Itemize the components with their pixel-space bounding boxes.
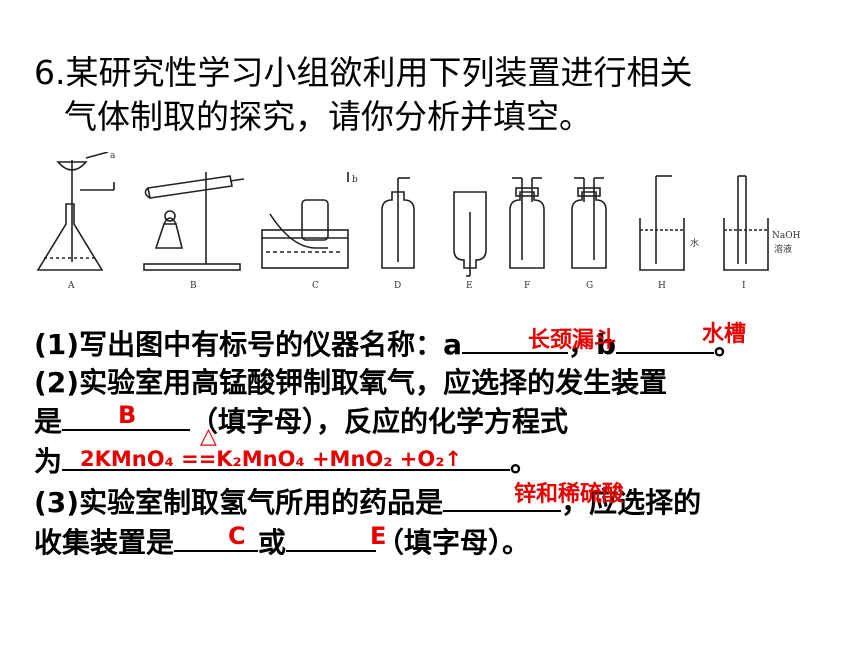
apparatus-i: [723, 175, 769, 271]
part3-line-2: 收集装置是 或 （填字母）。: [34, 524, 530, 560]
letter-f: F: [524, 281, 530, 291]
heat-symbol: △: [200, 424, 217, 449]
apparatus-c: [261, 172, 349, 269]
letter-h: H: [658, 281, 666, 291]
question-number: 6.: [34, 53, 66, 92]
answer-equation: 2KMnO₄ ==K₂MnO₄ +MnO₂ +O₂↑: [80, 447, 463, 471]
label-water: 水: [690, 237, 699, 249]
answer-e: E: [370, 522, 387, 550]
apparatus-e: [453, 191, 487, 277]
letter-a: A: [67, 281, 75, 291]
label-b: b: [352, 175, 358, 185]
part3-line2-prefix: 收集装置是: [34, 526, 175, 559]
blank-a[interactable]: [461, 326, 568, 354]
letter-e: E: [466, 281, 473, 291]
apparatus-d: [381, 177, 415, 269]
apparatus-a: [36, 152, 115, 271]
answer-b: 水槽: [702, 322, 747, 347]
label-naoh-2: 溶液: [774, 243, 792, 255]
question-line-1: 6.某研究性学习小组欲利用下列装置进行相关: [34, 53, 693, 93]
part2-line3-suffix: 。: [510, 445, 539, 478]
part3-line1-prefix: (3)实验室制取氢气所用的药品是: [34, 486, 444, 519]
part3-line2-mid: 或: [258, 526, 287, 559]
part2-line-1: (2)实验室用高锰酸钾制取氧气，应选择的发生装置: [34, 366, 668, 399]
part2-line3-prefix: 为: [34, 445, 63, 478]
apparatus-g: [571, 177, 607, 269]
answer-device: B: [118, 401, 137, 429]
part2-line-3: 为。: [34, 443, 538, 479]
question-text-1: 某研究性学习小组欲利用下列装置进行相关: [65, 53, 693, 92]
apparatus-figure: a b 水 NaOH 溶液 A B C D E F G H I: [36, 152, 801, 291]
apparatus-f: [509, 177, 545, 269]
letter-i: I: [742, 281, 746, 291]
part2-line2-prefix: 是: [34, 405, 63, 438]
blank-c[interactable]: [174, 524, 259, 552]
answer-c: C: [228, 522, 246, 550]
part1-line: (1)写出图中有标号的仪器名称：a ，b 。: [34, 326, 742, 362]
part1-mid: ，b: [567, 328, 617, 361]
apparatus-h: [639, 175, 685, 271]
label-a: a: [110, 152, 116, 161]
letter-d: D: [394, 281, 401, 291]
part3-line2-suffix: （填字母）。: [376, 526, 531, 559]
part2-line-2: 是 （填字母），反应的化学方程式: [34, 403, 568, 439]
blank-reagents[interactable]: [443, 484, 562, 512]
part1-suffix: 。: [714, 328, 743, 361]
answer-a: 长颈漏斗: [528, 328, 617, 353]
part2-line2-suffix: （填字母），反应的化学方程式: [190, 405, 569, 438]
letter-b: B: [190, 281, 197, 291]
blank-equation[interactable]: [62, 443, 511, 471]
question-line-2: 气体制取的探究，请你分析并填空。: [64, 97, 592, 136]
letter-c: C: [312, 281, 319, 291]
apparatus-b: [143, 172, 245, 271]
blank-e[interactable]: [286, 524, 377, 552]
blank-device[interactable]: [62, 403, 191, 431]
part3-line-1: (3)实验室制取氢气所用的药品是 ，应选择的: [34, 484, 701, 520]
letter-g: G: [586, 281, 593, 291]
part3-line1-suffix: ，应选择的: [561, 486, 702, 519]
blank-b[interactable]: [616, 326, 715, 354]
answer-reagents: 锌和稀硫酸: [514, 482, 625, 507]
label-naoh-1: NaOH: [772, 231, 801, 241]
part1-prefix: (1)写出图中有标号的仪器名称：a: [34, 328, 462, 361]
